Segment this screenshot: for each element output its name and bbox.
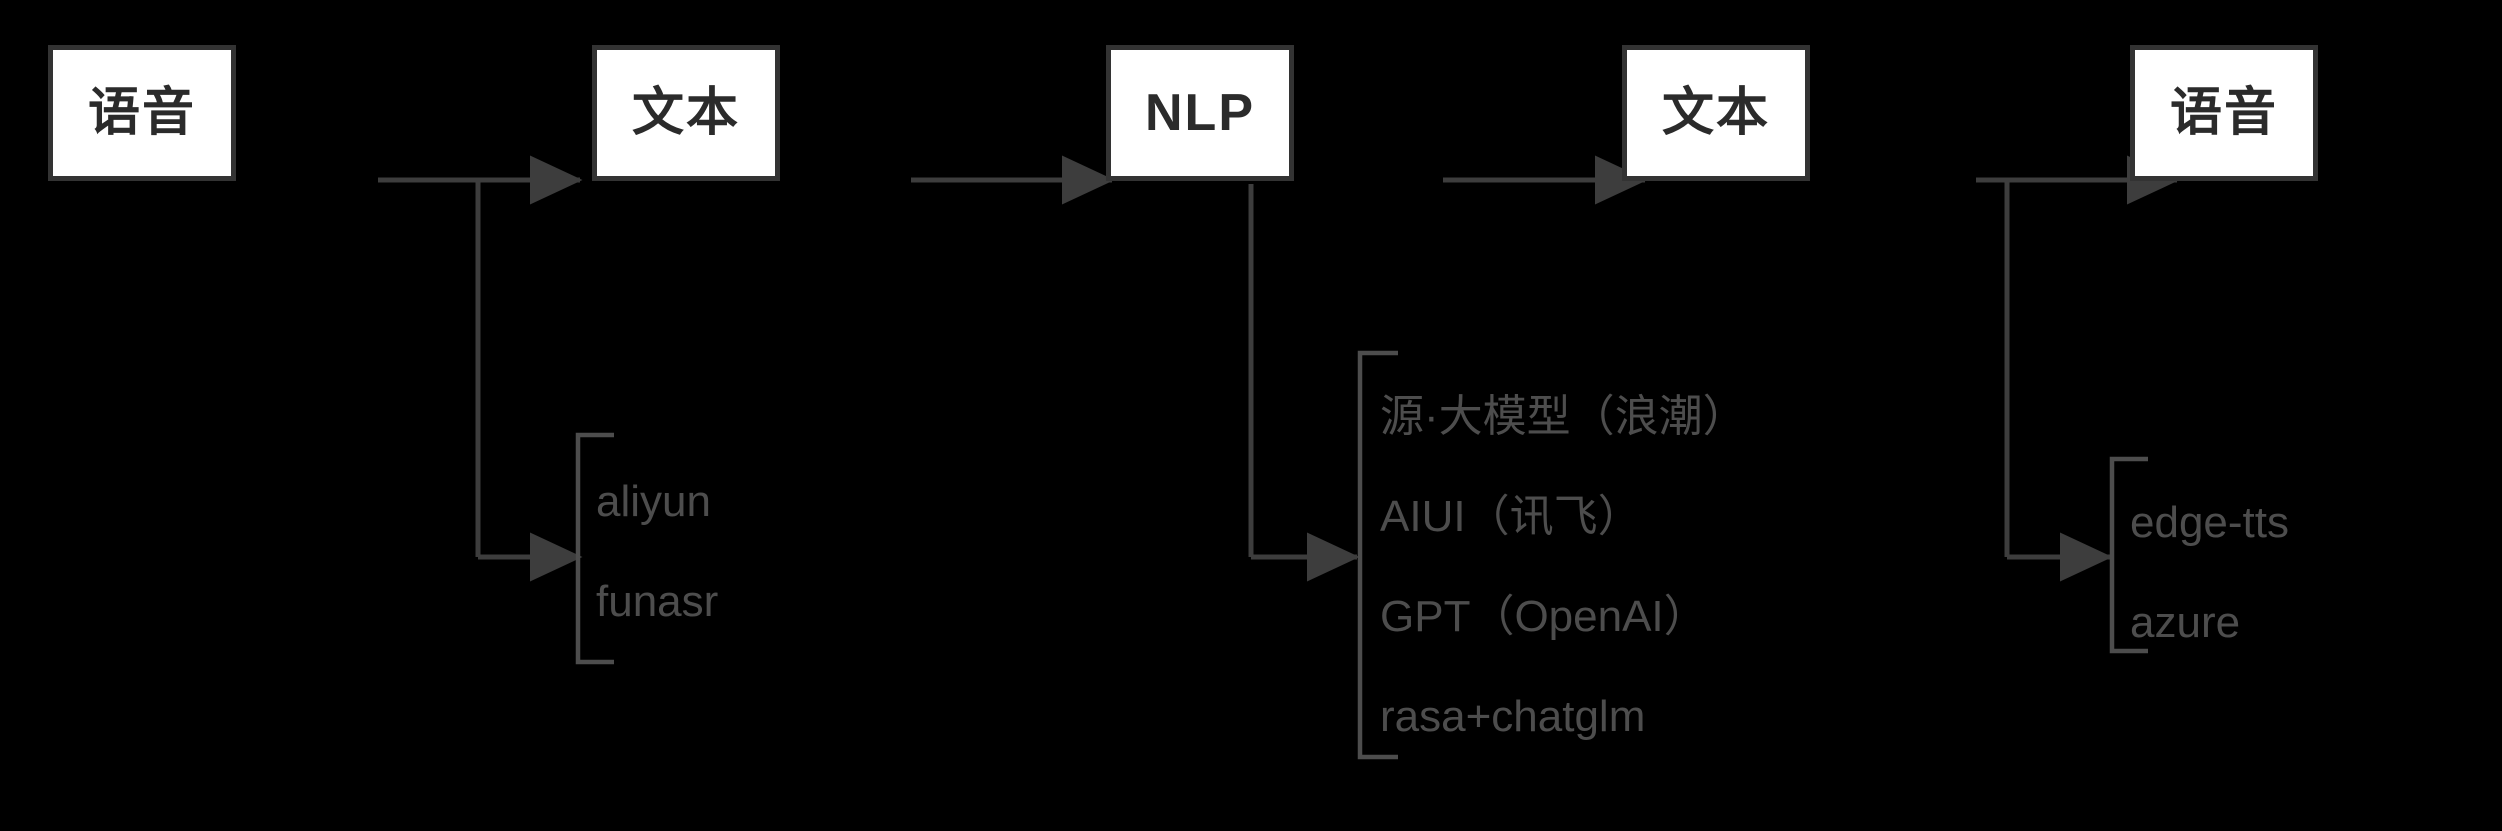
option-item[interactable]: 源·大模型（浪潮） xyxy=(1380,392,1747,441)
option-item[interactable]: edge-tts xyxy=(2130,498,2289,547)
node-label: 文本 xyxy=(1661,84,1770,142)
bracket-nlp-options xyxy=(1357,350,1398,760)
node-speech-input[interactable]: 语音 xyxy=(48,45,236,181)
option-item[interactable]: rasa+chatglm xyxy=(1380,692,1646,741)
node-speech-output[interactable]: 语音 xyxy=(2130,45,2318,181)
node-text-output[interactable]: 文本 xyxy=(1622,45,1810,181)
node-label: NLP xyxy=(1145,84,1255,142)
node-label: 语音 xyxy=(87,84,196,142)
option-item[interactable]: azure xyxy=(2130,598,2241,647)
node-label: 语音 xyxy=(2169,84,2278,142)
option-item[interactable]: aliyun xyxy=(596,477,711,526)
bracket-asr-options xyxy=(575,432,614,665)
option-item[interactable]: funasr xyxy=(596,577,719,626)
option-item[interactable]: GPT（OpenAI） xyxy=(1380,592,1708,641)
node-nlp[interactable]: NLP xyxy=(1106,45,1294,181)
bracket-tts-options xyxy=(2109,456,2148,654)
node-text-input[interactable]: 文本 xyxy=(592,45,780,181)
option-item[interactable]: AIUI（讯飞） xyxy=(1380,492,1642,541)
node-label: 文本 xyxy=(631,84,740,142)
